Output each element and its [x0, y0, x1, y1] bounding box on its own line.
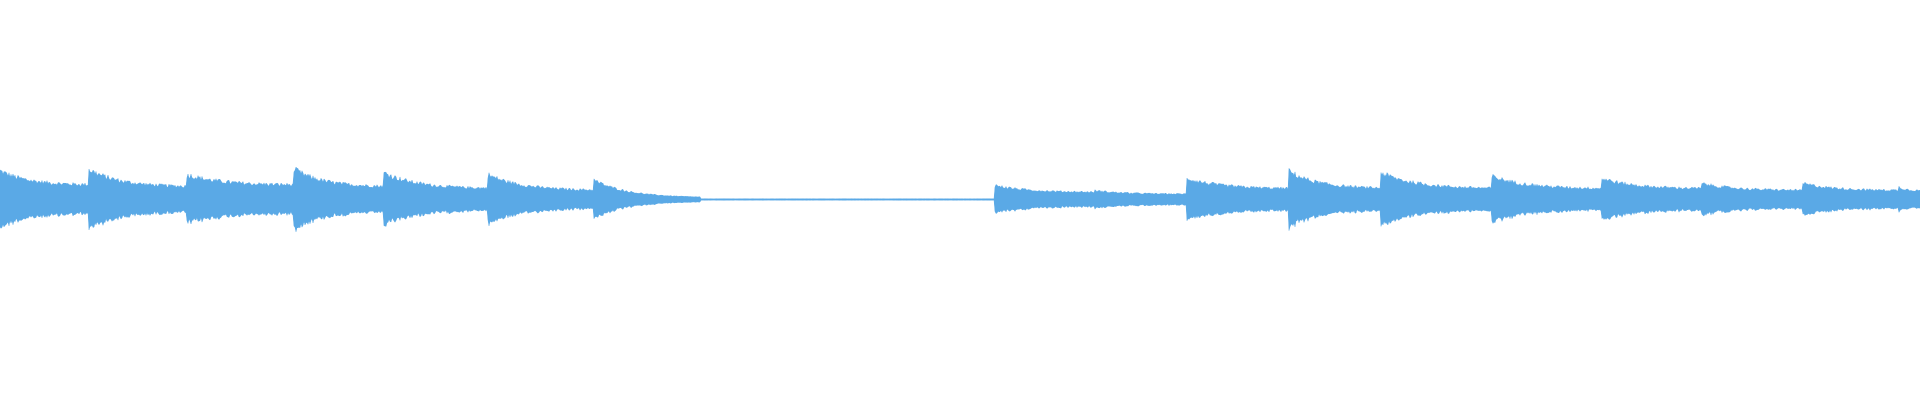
waveform-shape: [0, 166, 1920, 232]
